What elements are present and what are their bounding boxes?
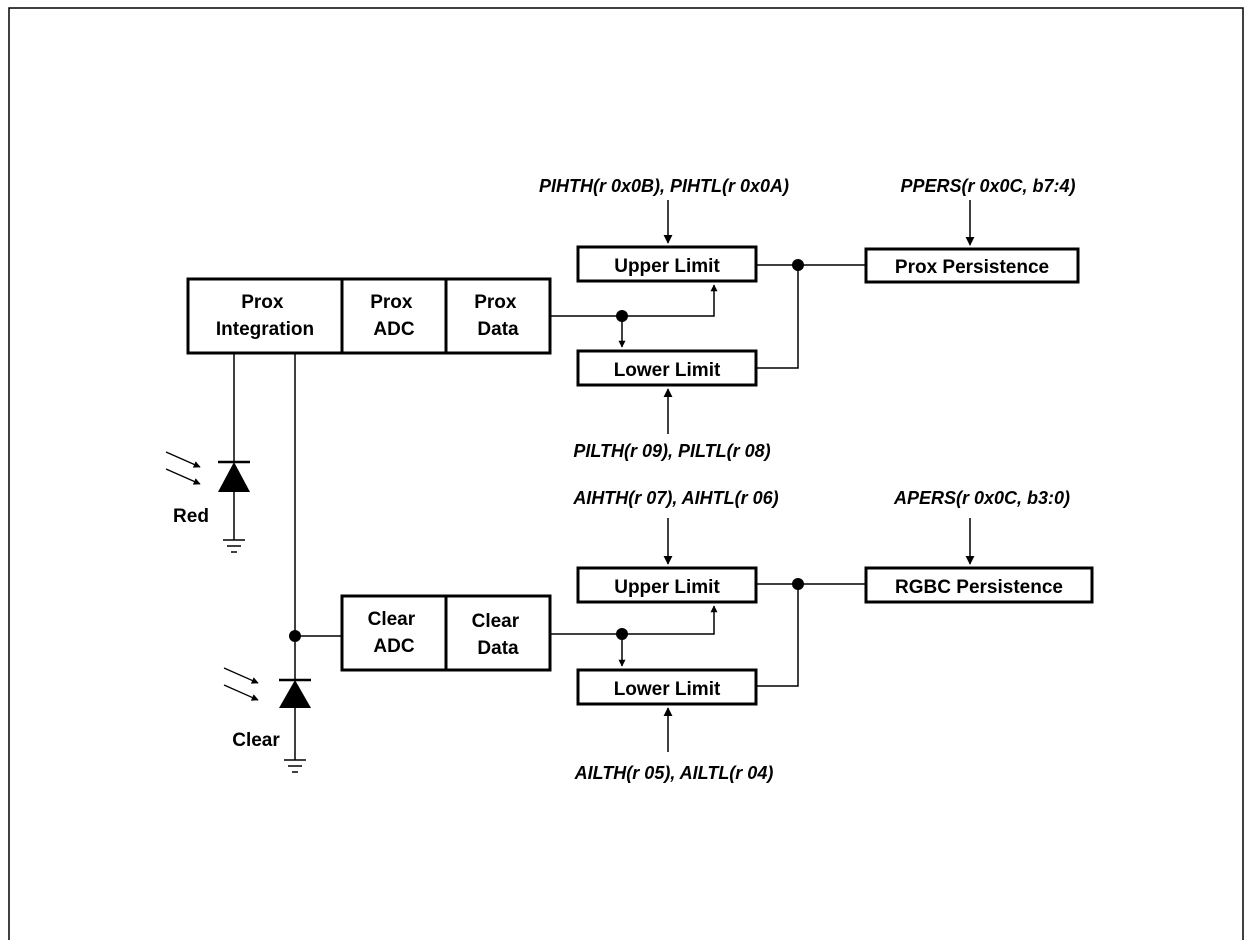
prox-integration-block: Prox Integration bbox=[216, 292, 314, 340]
clear-path: Clear ADC Clear Data Upper Limit Lower L… bbox=[223, 488, 1094, 783]
clear-upper-limit-label: Upper Limit bbox=[614, 577, 720, 598]
clear-upper-limit-box bbox=[576, 566, 758, 604]
prox-block-group bbox=[186, 277, 552, 355]
clear-lower-register-label: AILTH(r 05), AILTL(r 04) bbox=[574, 763, 774, 783]
clear-limit-junction bbox=[792, 578, 804, 590]
clear-ground-icon bbox=[284, 759, 306, 773]
prox-limit-junction bbox=[792, 259, 804, 271]
clear-upper-register-label: AIHTH(r 07), AIHTL(r 06) bbox=[572, 488, 778, 508]
prox-persistence-box bbox=[864, 247, 1080, 284]
prox-lower-limit-label: Lower Limit bbox=[614, 360, 721, 381]
prox-lower-limit-box bbox=[576, 349, 758, 387]
prox-persistence-label: Prox Persistence bbox=[895, 257, 1049, 278]
figure-frame bbox=[8, 7, 1244, 940]
red-light-rays-icon bbox=[165, 451, 201, 485]
clear-adc-block: Clear ADC bbox=[368, 609, 421, 657]
red-ground-icon bbox=[223, 539, 245, 553]
prox-data-block: Prox Data bbox=[474, 292, 522, 340]
clear-data-block: Clear Data bbox=[472, 611, 525, 659]
rgbc-persistence-box bbox=[864, 566, 1094, 604]
prox-upper-limit-box bbox=[576, 245, 758, 283]
prox-data-junction bbox=[616, 310, 628, 322]
clear-input-junction bbox=[289, 630, 301, 642]
clear-photodiode-icon bbox=[279, 680, 311, 708]
red-photodiode-icon bbox=[218, 462, 250, 492]
clear-light-rays-icon bbox=[223, 667, 259, 701]
prox-upper-register-label: PIHTH(r 0x0B), PIHTL(r 0x0A) bbox=[539, 176, 789, 196]
prox-persistence-register-label: PPERS(r 0x0C, b7:4) bbox=[900, 176, 1075, 196]
prox-adc-block: Prox ADC bbox=[370, 292, 418, 340]
prox-lower-register-label: PILTH(r 09), PILTL(r 08) bbox=[573, 441, 770, 461]
prox-path: Prox Integration Prox ADC Prox Data Uppe… bbox=[165, 176, 1080, 553]
clear-lower-limit-label: Lower Limit bbox=[614, 679, 721, 700]
rgbc-persistence-register-label: APERS(r 0x0C, b3:0) bbox=[893, 488, 1070, 508]
clear-data-junction bbox=[616, 628, 628, 640]
red-photodiode-label: Red bbox=[173, 506, 209, 527]
rgbc-persistence-label: RGBC Persistence bbox=[895, 577, 1063, 598]
clear-photodiode-label: Clear bbox=[232, 730, 280, 751]
clear-lower-limit-box bbox=[576, 668, 758, 706]
prox-upper-limit-label: Upper Limit bbox=[614, 256, 720, 277]
